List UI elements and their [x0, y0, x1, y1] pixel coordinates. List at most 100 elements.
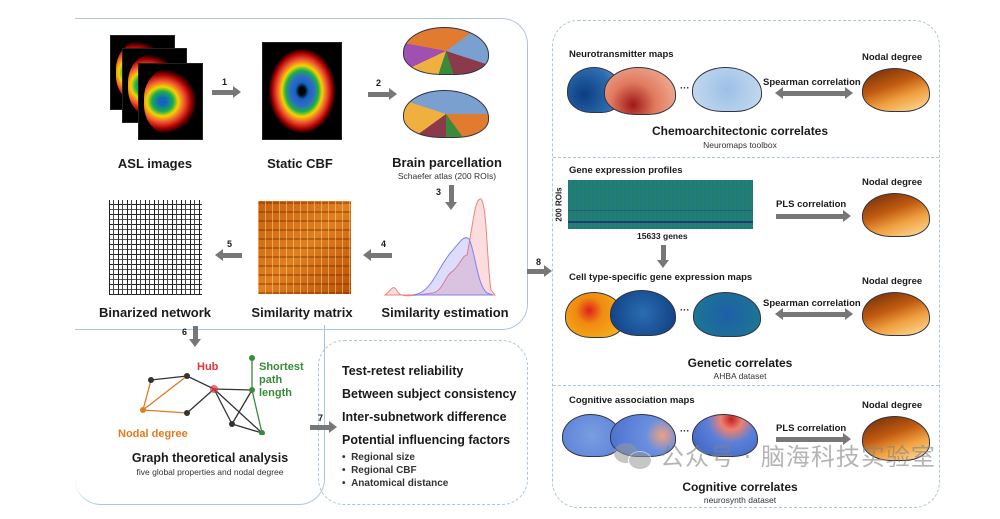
rows-label: 200 ROIs: [554, 187, 564, 222]
cell-type-maps-label: Cell type-specific gene expression maps: [569, 272, 753, 283]
binarized-network-label: Binarized network: [99, 305, 211, 320]
brain-parcellation-label: Brain parcellation: [392, 155, 502, 170]
genetic-subtitle: AHBA dataset: [713, 371, 767, 381]
analysis-item: Potential influencing factors: [342, 433, 511, 447]
double-arrow-icon: [775, 87, 853, 99]
shortest-path-label: length: [259, 387, 292, 399]
hub-node: [210, 385, 218, 393]
step-number: 5: [227, 239, 233, 249]
step-number: 6: [182, 327, 188, 337]
analysis-item: Test-retest reliability: [342, 364, 464, 378]
static-cbf-label: Static CBF: [267, 156, 333, 171]
nodal-degree-brain-map: [862, 292, 930, 336]
method-label: PLS correlation: [776, 423, 847, 434]
factor-item: • Regional CBF: [342, 465, 417, 476]
graph-node: [184, 373, 190, 379]
cell-type-brain-map: [693, 292, 761, 337]
similarity-distribution-plot: [383, 198, 497, 297]
analyses-panel: [318, 340, 528, 505]
binarized-network-image: [109, 200, 202, 295]
step-number: 4: [381, 239, 387, 249]
arrow-right-icon: [368, 88, 397, 100]
parcellated-brain-image: [403, 27, 489, 75]
arrow-right-icon: [776, 433, 851, 445]
neurotransmitter-maps-label: Neurotransmitter maps: [569, 49, 674, 60]
nodal-degree-label: Nodal degree: [118, 428, 188, 440]
similarity-estimation-label: Similarity estimation: [381, 305, 509, 320]
step-number: 1: [222, 77, 228, 87]
analysis-item: Between subject consistency: [342, 387, 517, 401]
step-number: 8: [536, 257, 542, 267]
factor-item: • Anatomical distance: [342, 478, 449, 489]
graph-node: [148, 377, 154, 383]
graph-panel: [75, 325, 325, 505]
graph-node: [184, 410, 190, 416]
arrow-left-icon: [363, 249, 392, 261]
graph-analysis-title: Graph theoretical analysis: [131, 451, 289, 465]
nodal-degree-label: Nodal degree: [862, 177, 923, 188]
wechat-icon: [614, 443, 654, 471]
graph-node: [229, 421, 235, 427]
step-number: 7: [318, 413, 324, 423]
analysis-item: Inter-subnetwork difference: [342, 410, 507, 424]
nodal-degree-brain-map: [862, 193, 930, 237]
arrow-down-icon: [189, 326, 201, 347]
asl-image: [138, 63, 203, 140]
arrow-right-icon: [527, 265, 552, 277]
graph-network-diagram: [140, 355, 265, 435]
shortest-path-label: Shortest: [259, 361, 304, 373]
method-label: Spearman correlation: [763, 298, 861, 309]
nodal-degree-brain-map: [862, 68, 930, 112]
cognitive-title: Cognitive correlates: [682, 480, 798, 494]
cognitive-maps-label: Cognitive association maps: [569, 395, 695, 406]
chemo-subtitle: Neuromaps toolbox: [703, 140, 777, 150]
ellipsis: ···: [680, 426, 690, 437]
distribution-curve-blue: [412, 237, 494, 296]
factor-item: • Regional size: [342, 452, 415, 463]
arrow-right-icon: [776, 210, 851, 222]
watermark-text: 公众号 · 脑海科技实验室: [660, 443, 936, 471]
chemo-title: Chemoarchitectonic correlates: [651, 124, 829, 138]
hub-label: Hub: [197, 361, 219, 373]
correlates-panel: [552, 20, 940, 508]
nodal-degree-brain-map: [862, 416, 930, 461]
nodal-degree-label: Nodal degree: [862, 400, 923, 411]
shortest-path-label: path: [259, 374, 283, 386]
method-label: PLS correlation: [776, 199, 847, 210]
arrow-left-icon: [215, 249, 242, 261]
static-cbf-image: [262, 42, 342, 140]
ellipsis: ···: [680, 305, 690, 316]
distribution-curve-red: [383, 198, 497, 297]
similarity-matrix-image: [258, 201, 351, 294]
graph-node: [249, 355, 255, 361]
cols-label: 15633 genes: [637, 231, 688, 241]
graph-node: [140, 407, 146, 413]
arrow-right-icon: [310, 421, 337, 433]
parcellated-brain-image: [403, 90, 489, 138]
cognitive-brain-map: [692, 414, 758, 457]
graph-node: [259, 430, 265, 435]
cell-type-brain-map: [610, 290, 676, 336]
method-label: Spearman correlation: [763, 77, 861, 88]
graph-analysis-subtitle: five global properties and nodal degree: [136, 467, 284, 477]
divider: [553, 385, 939, 386]
nodal-degree-label: Nodal degree: [862, 276, 923, 287]
genetic-title: Genetic correlates: [687, 356, 793, 370]
double-arrow-icon: [775, 308, 853, 320]
divider: [553, 157, 939, 158]
nodal-degree-label: Nodal degree: [862, 52, 923, 63]
neurotransmitter-brain-map: [604, 67, 676, 115]
step-number: 3: [436, 187, 442, 197]
gene-expression-heatmap: [568, 180, 753, 229]
cognitive-subtitle: neurosynth dataset: [703, 495, 777, 505]
neurotransmitter-brain-map: [692, 67, 762, 112]
brain-parcellation-subtitle: Schaefer atlas (200 ROIs): [397, 171, 497, 181]
arrow-down-icon: [445, 185, 457, 210]
asl-images-label: ASL images: [117, 156, 193, 171]
gene-expression-label: Gene expression profiles: [569, 165, 683, 176]
similarity-matrix-label: Similarity matrix: [251, 305, 353, 320]
arrow-down-icon: [657, 245, 669, 268]
ellipsis: ···: [680, 83, 690, 94]
graph-node: [249, 387, 255, 393]
step-number: 2: [376, 78, 382, 88]
